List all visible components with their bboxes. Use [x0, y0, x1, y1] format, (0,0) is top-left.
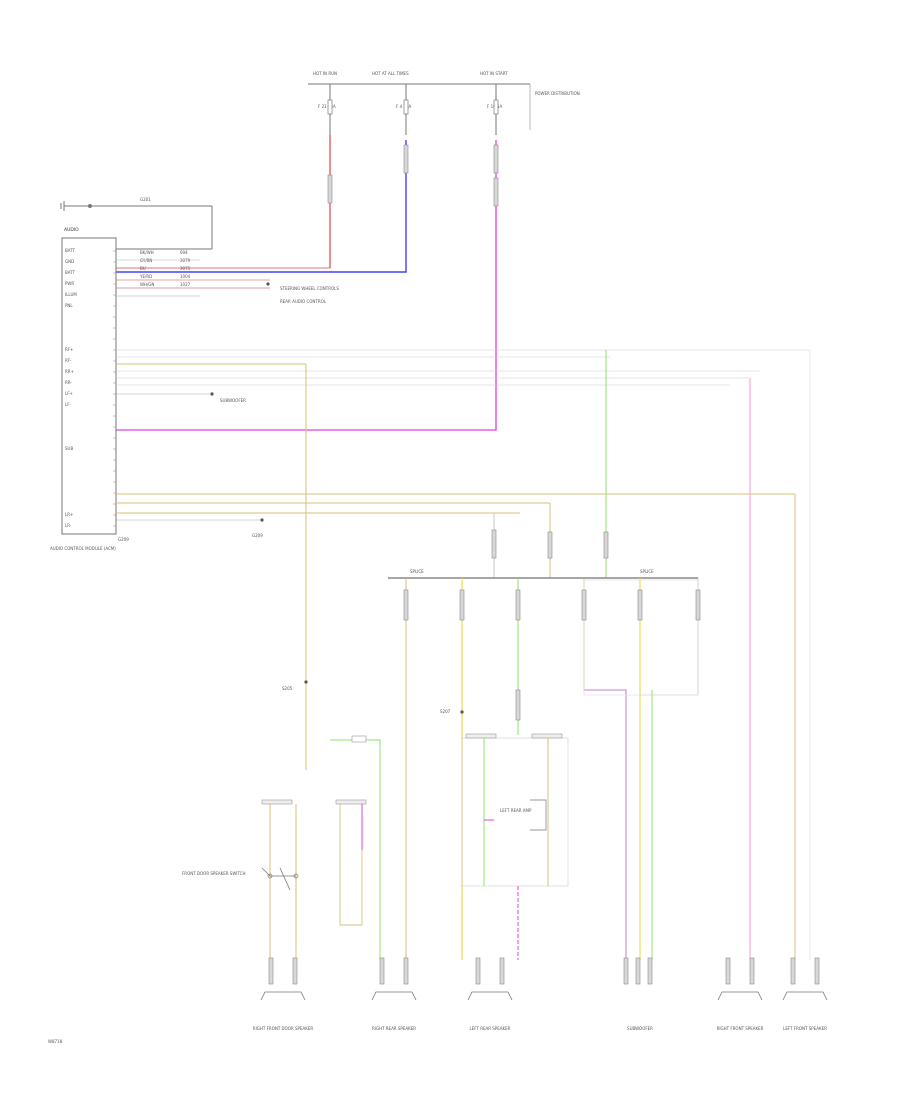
- wire-circuit-label: 3079: [180, 258, 191, 263]
- speaker-cone: [782, 991, 828, 1001]
- speaker: LEFT FRONT SPEAKER: [782, 957, 828, 1031]
- pin-label: LR+: [65, 512, 73, 517]
- bus-drop-connectors: [491, 529, 609, 559]
- module-subtitle: AUDIO CONTROL MODULE (ACM): [50, 546, 116, 551]
- splice-s205: S205: [282, 686, 293, 691]
- pin-label: GND: [65, 259, 74, 264]
- bus-drops: [305, 350, 811, 960]
- speaker-label: RIGHT FRONT DOOR SPEAKER: [253, 1026, 314, 1031]
- notes: STEERING WHEEL CONTROLS REAR AUDIO CONTR…: [210, 282, 339, 538]
- speaker-cone: [260, 991, 306, 1001]
- ground-ref-2: G209: [252, 533, 263, 538]
- speaker-connector: [499, 957, 505, 985]
- rear-amp-section: LEFT REAR AMP: [461, 733, 569, 960]
- power-distribution-note: POWER DISTRIBUTION: [535, 91, 580, 96]
- wire-circuit-label: 1027: [180, 282, 191, 287]
- bus-branch-connectors: [403, 589, 701, 721]
- splice-bus: SPLICE SPLICE: [388, 569, 698, 579]
- power-always-label: HOT AT ALL TIMES: [372, 71, 409, 76]
- fuse-drops: [327, 84, 499, 135]
- speaker-connector: [403, 957, 409, 985]
- pin-label: RF-: [65, 358, 72, 363]
- speaker-label: LEFT REAR SPEAKER: [470, 1026, 511, 1031]
- speaker: RIGHT REAR SPEAKER: [371, 957, 417, 1031]
- module-output-wires: [116, 259, 810, 521]
- speaker-connector: [814, 957, 820, 985]
- speaker-label: LEFT FRONT SPEAKER: [783, 1026, 827, 1031]
- pin-label: SUB: [65, 446, 73, 451]
- wire-circuit-label: 3075: [180, 266, 191, 271]
- speaker-cone: [717, 991, 763, 1001]
- wire-color-label: WH/GN: [140, 282, 154, 287]
- speaker-connector: [268, 957, 274, 985]
- speaker: RIGHT FRONT SPEAKER: [717, 957, 764, 1031]
- bus-branches: [405, 578, 699, 960]
- speaker-connector: [635, 957, 641, 985]
- feed-connectors: [327, 144, 499, 207]
- pin-label: LF-: [65, 402, 72, 407]
- pin-label: LF+: [65, 391, 73, 396]
- amp-label: LEFT REAR AMP: [500, 808, 532, 813]
- splice-left-label: SPLICE: [410, 569, 424, 574]
- speaker: SUBWOOFER: [623, 957, 653, 1031]
- speaker-label: SUBWOOFER: [627, 1026, 653, 1031]
- power-run-label: HOT IN RUN: [313, 71, 337, 76]
- module-title: AUDIO: [64, 227, 79, 233]
- ground-symbol: G201: [60, 197, 213, 250]
- ground-label: G201: [140, 197, 151, 202]
- speaker-connector: [379, 957, 385, 985]
- pin-label: PWR: [65, 281, 74, 286]
- wire-circuit-label: 1004: [180, 274, 191, 279]
- pin-label: RR-: [65, 380, 72, 385]
- splice-s207: S207: [440, 709, 451, 714]
- speaker: RIGHT FRONT DOOR SPEAKER: [253, 957, 314, 1031]
- wire-color-label: BU: [140, 266, 146, 271]
- speaker-cone: [467, 991, 513, 1001]
- footer-code: W8718: [48, 1039, 63, 1044]
- module-pin-labels: BATT GND BATT PWR ILLUM PNL RF+ RF- RR+ RR- LF+ LF-…: [65, 248, 116, 528]
- speaker-connector: [647, 957, 653, 985]
- speaker-label: RIGHT FRONT SPEAKER: [717, 1026, 764, 1031]
- speaker-row: RIGHT FRONT DOOR SPEAKER RIGHT REAR SPEAK…: [253, 957, 828, 1031]
- pin-label: ILLUM: [65, 292, 77, 297]
- pin-label: RF+: [65, 347, 73, 352]
- speaker-connector: [725, 957, 731, 985]
- pin-label: LR-: [65, 523, 72, 528]
- module-ref: G209: [118, 537, 129, 542]
- wire-violet-start: [116, 140, 497, 431]
- power-start-label: HOT IN START: [480, 71, 508, 76]
- pin-label: PNL: [65, 303, 73, 308]
- splice-right-label: SPLICE: [640, 569, 654, 574]
- speaker-connector: [292, 957, 298, 985]
- door-switch-section: FRONT DOOR SPEAKER SWITCH: [182, 735, 381, 960]
- audio-control-module: AUDIO BATT GND BATT PWR ILLUM PNL RF+ RF- RR+ RR-…: [50, 227, 129, 551]
- wire-color-label: GY/BN: [140, 258, 152, 263]
- pin-label: BATT: [65, 248, 76, 253]
- speaker-connector: [623, 957, 629, 985]
- speaker-connector: [790, 957, 796, 985]
- speaker: LEFT REAR SPEAKER: [467, 957, 513, 1031]
- wire-color-label: BK/WH: [140, 250, 154, 255]
- note-rear-audio: REAR AUDIO CONTROL: [280, 299, 327, 304]
- fuse-run-label: F 21 15A: [318, 104, 336, 109]
- speaker-label: RIGHT REAR SPEAKER: [372, 1026, 416, 1031]
- note-subwoofer: SUBWOOFER: [220, 398, 246, 403]
- pin-label: RR+: [65, 369, 74, 374]
- speaker-connector: [475, 957, 481, 985]
- speaker-cone: [371, 991, 417, 1001]
- pin-label: BATT: [65, 270, 76, 275]
- speaker-connector: [749, 957, 755, 985]
- wire-color-label: YE/RD: [139, 274, 152, 279]
- power-source-run: HOT IN RUN F 21 15A: [313, 71, 337, 109]
- switch-label: FRONT DOOR SPEAKER SWITCH: [182, 871, 245, 876]
- wire-blue-power: [116, 140, 407, 273]
- note-steering: STEERING WHEEL CONTROLS: [280, 286, 339, 291]
- wire-circuit-label: 694: [180, 250, 188, 255]
